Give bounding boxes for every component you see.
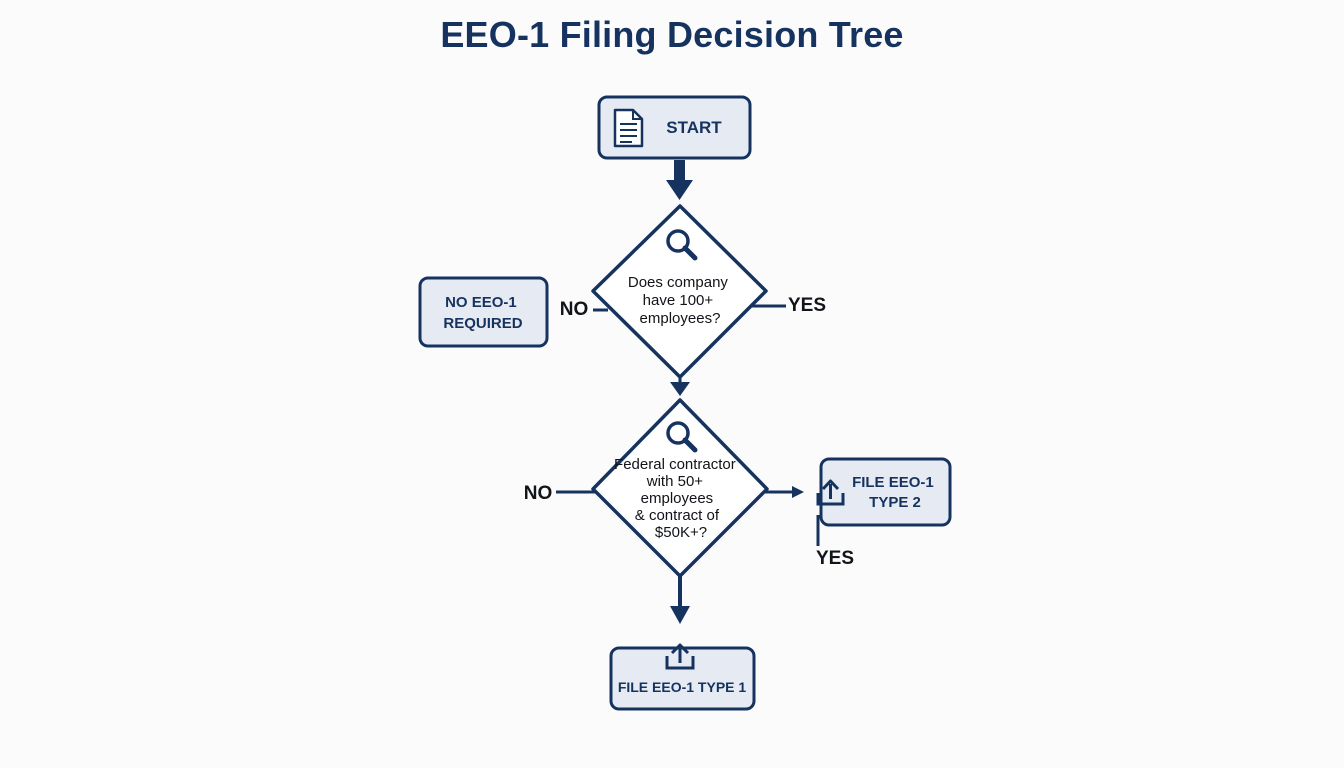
decision1-line-3: employees? [640, 310, 721, 327]
decision1-node: Does company have 100+ employees? [591, 204, 768, 379]
no-required-line-2: REQUIRED [443, 315, 522, 332]
type1-label: FILE EEO-1 TYPE 1 [618, 679, 747, 695]
decision2-line-5: $50K+? [655, 524, 707, 541]
start-node: START [597, 95, 752, 160]
document-icon [613, 108, 644, 148]
decision2-node: Federal contractor with 50+ employees & … [591, 398, 769, 578]
type2-line-2: TYPE 2 [869, 494, 921, 511]
file-type2-node: FILE EEO-1 TYPE 2 [816, 457, 952, 527]
edge-decision2-to-type1 [670, 576, 690, 624]
decision2-line-2: with 50+ [646, 473, 704, 490]
edge-start-to-decision1 [666, 160, 693, 200]
upload-icon [665, 643, 695, 670]
decision1-line-2: have 100+ [643, 292, 714, 309]
magnifier-icon [666, 229, 698, 261]
decision2-line-4: & contract of [635, 507, 720, 524]
decision2-line-3: employees [641, 490, 714, 507]
decision2-question: Federal contractor with 50+ employees & … [614, 456, 740, 541]
page-title: EEO-1 Filing Decision Tree [440, 14, 904, 55]
upload-icon [816, 479, 845, 506]
no-eeo1-required-node: NO EEO-1 REQUIRED [418, 276, 549, 348]
decision1-yes-label: YES [788, 295, 826, 316]
edge-decision2-to-type2 [762, 486, 804, 498]
svg-text:FILE EEO-1 TYPE 2: FILE EEO-1 TYPE 2 [852, 474, 938, 511]
decision1-line-1: Does company [628, 274, 729, 291]
magnifier-icon [666, 421, 698, 453]
decision1-no-label: NO [560, 299, 589, 320]
decision2-line-1: Federal contractor [614, 456, 736, 473]
svg-text:NO EEO-1 REQUIRED: NO EEO-1 REQUIRED [443, 294, 522, 332]
decision1-question: Does company have 100+ employees? [628, 274, 732, 327]
type2-line-1: FILE EEO-1 [852, 474, 934, 491]
start-label: START [666, 118, 722, 137]
decision2-no-label: NO [524, 483, 553, 504]
file-type1-node: FILE EEO-1 TYPE 1 [609, 643, 756, 711]
no-required-line-1: NO EEO-1 [445, 294, 517, 311]
decision2-yes-label: YES [816, 548, 854, 569]
